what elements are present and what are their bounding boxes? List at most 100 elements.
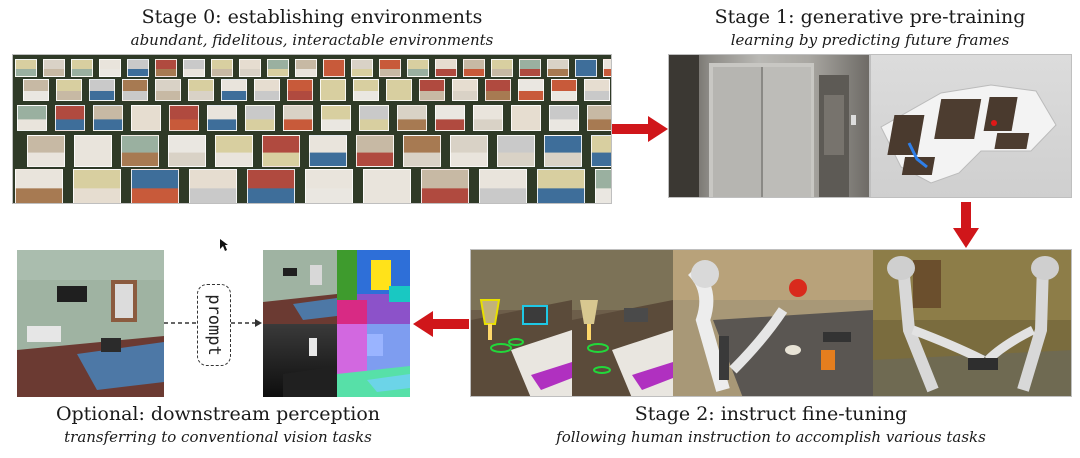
arrow-stage2-to-optional	[413, 311, 469, 337]
depth-output	[263, 324, 337, 397]
house-thumbnail	[245, 105, 275, 131]
house-thumbnail	[247, 169, 295, 203]
house-thumbnail	[121, 135, 159, 167]
house-thumbnail	[323, 59, 345, 77]
house-thumbnail	[99, 59, 121, 77]
house-thumbnail	[89, 79, 115, 101]
house-thumbnail	[435, 59, 457, 77]
segmentation-output	[337, 250, 410, 324]
house-thumbnail	[15, 169, 63, 203]
house-thumbnail	[544, 135, 582, 167]
house-thumbnail	[127, 59, 149, 77]
house-thumbnail	[419, 79, 445, 101]
room-scene	[17, 250, 164, 397]
house-thumbnail	[287, 79, 313, 101]
task-scene-lamp-2	[572, 250, 673, 396]
house-thumbnail	[189, 169, 237, 203]
house-thumbnail	[211, 59, 233, 77]
house-thumbnail	[74, 135, 112, 167]
house-thumbnail	[131, 105, 161, 131]
house-thumbnail	[591, 135, 611, 167]
house-thumbnail	[603, 59, 611, 77]
house-thumbnail	[221, 79, 247, 101]
house-thumbnail	[155, 59, 177, 77]
house-thumbnail	[587, 105, 611, 131]
house-thumbnail	[491, 59, 513, 77]
prompt-box: prompt	[197, 284, 231, 366]
house-thumbnail	[463, 59, 485, 77]
house-thumbnail	[254, 79, 280, 101]
stage2-collage	[470, 249, 1072, 397]
house-thumbnail	[403, 135, 441, 167]
house-thumbnail	[55, 105, 85, 131]
house-thumbnail	[122, 79, 148, 101]
stage2-subtitle: following human instruction to accomplis…	[556, 428, 986, 446]
first-person-frame	[668, 54, 870, 198]
optional-subtitle: transferring to conventional vision task…	[64, 428, 372, 446]
house-thumbnail	[435, 105, 465, 131]
house-thumbnail	[386, 79, 412, 101]
house-thumbnail	[262, 135, 300, 167]
house-thumbnail	[43, 59, 65, 77]
house-thumbnail	[131, 169, 179, 203]
topdown-map-frame	[870, 54, 1072, 198]
stage0-subtitle: abundant, fidelitous, interactable envir…	[130, 31, 494, 49]
prompt-connector-left	[164, 322, 198, 324]
house-thumbnail	[450, 135, 488, 167]
house-thumbnail	[397, 105, 427, 131]
house-thumbnail	[421, 169, 469, 203]
house-thumbnail	[321, 105, 351, 131]
arrow-stage0-to-stage1	[612, 116, 668, 142]
house-thumbnail	[551, 79, 577, 101]
house-thumbnail	[309, 135, 347, 167]
house-thumbnail	[169, 105, 199, 131]
robot-scene-kitchen	[673, 250, 873, 396]
house-thumbnail	[71, 59, 93, 77]
house-thumbnail	[56, 79, 82, 101]
robot-scene-living	[873, 250, 1071, 396]
house-thumbnail	[267, 59, 289, 77]
house-thumbnail	[73, 169, 121, 203]
house-thumbnail	[363, 169, 411, 203]
house-thumbnail	[359, 105, 389, 131]
house-thumbnail	[23, 79, 49, 101]
house-thumbnail	[239, 59, 261, 77]
house-thumbnail	[549, 105, 579, 131]
stage1-subtitle: learning by predicting future frames	[730, 31, 1010, 49]
house-thumbnail	[305, 169, 353, 203]
house-thumbnail	[17, 105, 47, 131]
perception-outputs	[263, 250, 410, 397]
house-thumbnail	[547, 59, 569, 77]
house-thumbnail	[356, 135, 394, 167]
house-thumbnail	[283, 105, 313, 131]
task-scene-lamp-1	[471, 250, 572, 396]
house-thumbnail	[575, 59, 597, 77]
house-thumbnail	[215, 135, 253, 167]
house-thumbnail	[295, 59, 317, 77]
doorway-scene	[669, 55, 856, 197]
house-thumbnail	[353, 79, 379, 101]
house-thumbnail	[15, 59, 37, 77]
house-thumbnail	[452, 79, 478, 101]
house-thumbnail	[168, 135, 206, 167]
house-thumbnail	[537, 169, 585, 203]
stage1-title: Stage 1: generative pre-training	[714, 6, 1026, 28]
house-thumbnail	[93, 105, 123, 131]
house-thumbnail	[320, 79, 346, 101]
stage2-title: Stage 2: instruct fine-tuning	[634, 403, 908, 425]
house-thumbnail	[351, 59, 373, 77]
arrow-stage1-to-stage2	[953, 202, 979, 248]
house-thumbnail	[473, 105, 503, 131]
rgb-output	[263, 250, 337, 324]
room-render	[17, 250, 164, 397]
environments-collage	[12, 54, 612, 204]
house-grid	[13, 55, 611, 203]
house-thumbnail	[497, 135, 535, 167]
house-thumbnail	[584, 79, 610, 101]
house-thumbnail	[519, 59, 541, 77]
stage0-title: Stage 0: establishing environments	[141, 6, 483, 28]
house-thumbnail	[188, 79, 214, 101]
optional-title: Optional: downstream perception	[55, 403, 381, 425]
house-thumbnail	[518, 79, 544, 101]
house-thumbnail	[207, 105, 237, 131]
